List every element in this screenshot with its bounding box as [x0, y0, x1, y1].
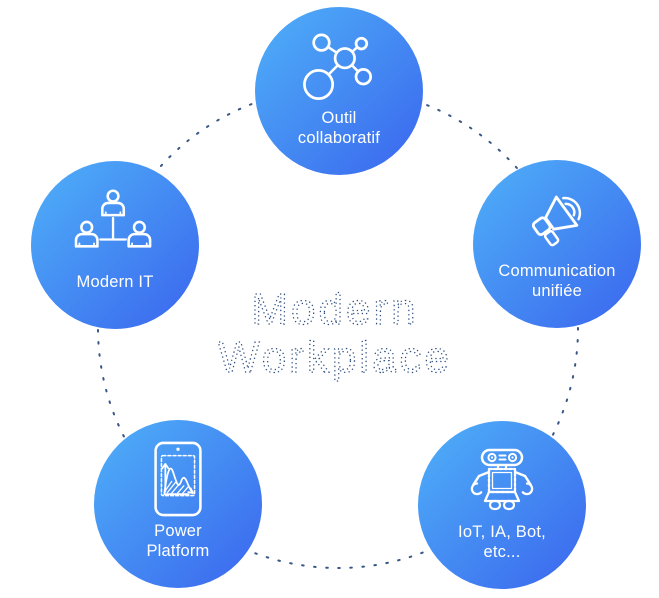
node-label-line: collaboratif — [297, 129, 381, 147]
tablet-chart-icon — [94, 440, 262, 518]
node-label-line: Outil — [321, 109, 357, 127]
node-outil-collaboratif: Outil collaboratif — [255, 7, 423, 175]
dotted-ring — [97, 87, 579, 569]
megaphone-icon — [473, 180, 641, 258]
node-label: Outil collaboratif — [255, 106, 423, 150]
node-iot-ia-bot: IoT, IA, Bot, etc... — [418, 421, 586, 589]
org-chart-icon — [31, 181, 199, 259]
node-label: Communication unifiée — [473, 259, 641, 303]
node-communication-unifiee: Communication unifiée — [473, 160, 641, 328]
node-label-line: Modern IT — [76, 273, 154, 291]
node-power-platform: Power Platform — [94, 420, 262, 588]
node-label-line: Communication — [498, 262, 616, 280]
node-label-line: unifiée — [531, 282, 583, 300]
node-label: Power Platform — [94, 519, 262, 563]
node-label-line: etc... — [483, 543, 521, 561]
node-label-line: IoT, IA, Bot, — [458, 523, 546, 541]
node-label-line: Platform — [146, 542, 210, 560]
molecule-icon — [255, 27, 423, 105]
title-line-2: Workplace — [218, 333, 452, 382]
node-modern-it: Modern IT — [31, 161, 199, 329]
title-line-1: Modern — [251, 285, 418, 334]
node-label: IoT, IA, Bot, etc... — [418, 520, 586, 564]
node-label: Modern IT — [31, 260, 199, 304]
robot-icon — [418, 441, 586, 519]
node-label-line: Power — [154, 522, 202, 540]
